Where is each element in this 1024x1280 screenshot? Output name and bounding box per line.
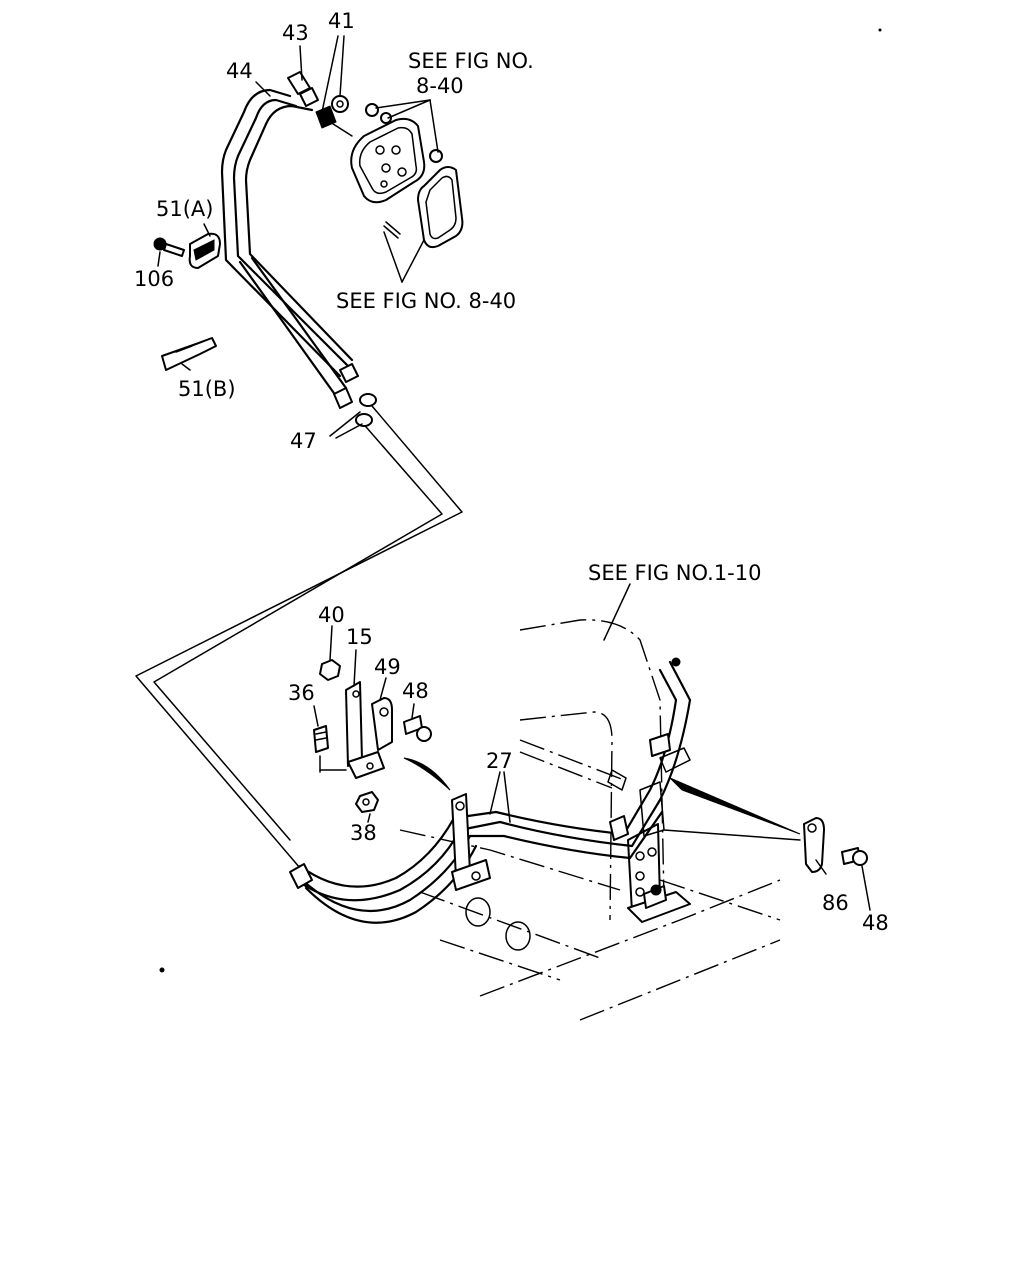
label-see-fig-8-40-bottom: SEE FIG NO. 8-40 (336, 289, 516, 313)
label-see-fig-8-40-top: SEE FIG NO. (408, 49, 534, 73)
clamp-49 (371, 697, 393, 751)
label-86: 86 (822, 891, 849, 915)
pipe-44 (220, 88, 354, 398)
label-see-fig-8-40-top-number: 8-40 (416, 74, 464, 98)
leader-lines-middle (313, 583, 631, 823)
clamp-86 (803, 817, 825, 873)
engine-block (399, 619, 781, 1021)
label-48-upper: 48 (402, 679, 429, 703)
stray-dot (878, 28, 882, 32)
label-51b: 51(B) (178, 377, 236, 401)
label-41: 41 (328, 9, 355, 33)
bolt-48-right (841, 847, 868, 866)
leader-lines-top (255, 35, 439, 283)
leader-lines-right (663, 777, 871, 911)
label-51a: 51(A) (156, 197, 213, 221)
stray-mark (159, 967, 165, 973)
label-47: 47 (290, 429, 317, 453)
bracket-15 (345, 681, 385, 779)
fitting-47 (329, 363, 377, 439)
pipe-27-bracket (451, 733, 671, 891)
label-27: 27 (486, 749, 513, 773)
label-106: 106 (134, 267, 174, 291)
label-40: 40 (318, 603, 345, 627)
cover-bolts (365, 103, 443, 163)
nut-40 (319, 659, 341, 681)
label-48-right: 48 (862, 911, 889, 935)
label-43: 43 (282, 21, 309, 45)
label-15: 15 (346, 625, 373, 649)
valve-cover-housing (329, 117, 426, 204)
nut-38 (355, 791, 379, 813)
bracket-51b (161, 337, 217, 371)
callout-labels: 43 41 44 SEE FIG NO. 8-40 51(A) 106 SEE … (134, 9, 889, 935)
label-49: 49 (374, 655, 401, 679)
bolt-106 (153, 237, 185, 267)
bolt-36 (313, 725, 329, 753)
gasket (383, 166, 464, 249)
label-44: 44 (226, 59, 253, 83)
fitting-43 (287, 71, 319, 107)
clamp-51a (188, 223, 221, 269)
label-36: 36 (288, 681, 315, 705)
label-see-fig-1-10: SEE FIG NO.1-10 (588, 561, 762, 585)
pipe-main-run (135, 405, 463, 869)
label-38: 38 (350, 821, 377, 845)
engine-mount (627, 823, 691, 923)
bolt-48-upper (403, 715, 432, 742)
